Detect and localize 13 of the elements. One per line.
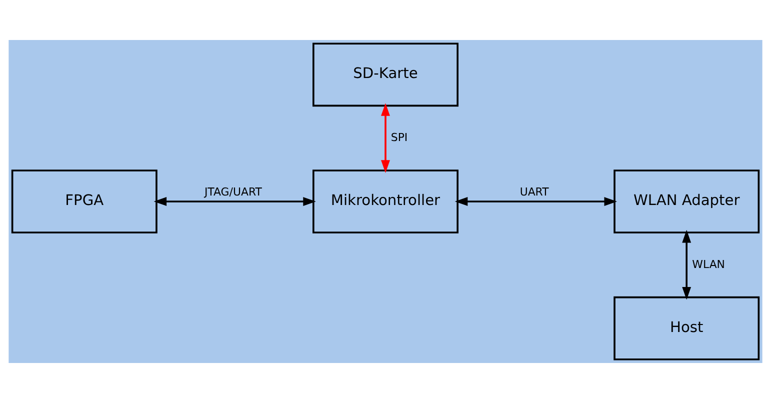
- edge-label: WLAN: [692, 258, 726, 271]
- edge-label: SPI: [390, 130, 408, 144]
- arrow: [454, 197, 618, 206]
- arrow: [154, 197, 316, 206]
- node-box: Mikrokontroller: [312, 170, 458, 234]
- node-box: SD-Karte: [312, 42, 458, 107]
- edge-label: JTAG/UART: [204, 186, 262, 199]
- arrow: [381, 103, 390, 173]
- node-box: FPGA: [11, 170, 158, 234]
- arrow: [682, 230, 692, 300]
- edge-label: UART: [520, 186, 549, 199]
- node-box: Host: [614, 296, 760, 360]
- node-box: WLAN Adapter: [614, 170, 760, 234]
